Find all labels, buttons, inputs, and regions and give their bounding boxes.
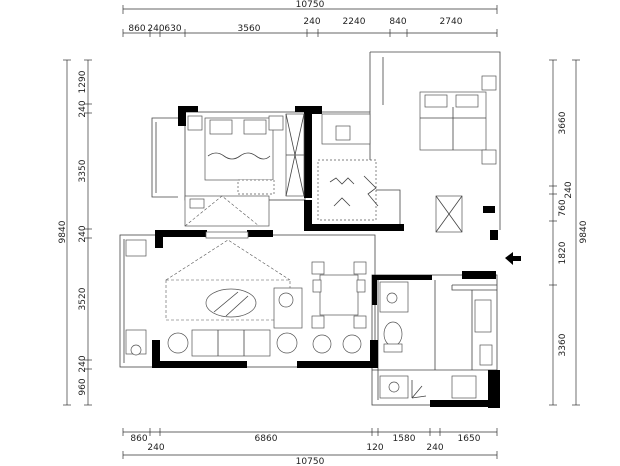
kitchen — [451, 299, 493, 399]
left-seg-3: 240 — [78, 225, 88, 242]
walls — [152, 106, 500, 408]
right-total-label: 9840 — [579, 220, 589, 243]
top-seg-7: 2740 — [440, 17, 463, 27]
top-total-label: 10750 — [296, 0, 325, 10]
left-seg-4: 3520 — [78, 287, 88, 310]
right-seg-1: 240 — [564, 181, 574, 198]
right-dimensions: 3660 240 760 1820 3360 9840 — [549, 59, 589, 406]
bedroom-desk — [184, 195, 270, 227]
bottom-seg-4: 1580 — [393, 434, 416, 444]
right-seg-4: 3360 — [558, 333, 568, 356]
bottom-seg-3: 120 — [366, 443, 383, 453]
wardrobe — [285, 113, 305, 197]
dining-table — [311, 261, 367, 354]
bottom-seg-6: 1650 — [458, 434, 481, 444]
right-seg-3: 1820 — [558, 241, 568, 264]
left-seg-2: 3350 — [78, 159, 88, 182]
bottom-dimensions: 860 240 6860 120 1580 240 1650 10750 — [122, 428, 498, 466]
top-seg-4: 240 — [303, 17, 320, 27]
second-bed — [419, 75, 497, 233]
right-seg-0: 3660 — [558, 111, 568, 134]
living-room — [125, 231, 303, 357]
top-seg-2: 630 — [164, 24, 181, 34]
study-desk — [317, 113, 379, 221]
top-seg-5: 2240 — [343, 17, 366, 27]
top-seg-6: 840 — [389, 17, 406, 27]
left-seg-0: 1290 — [78, 70, 88, 93]
left-seg-6: 960 — [78, 378, 88, 395]
bottom-seg-5: 240 — [426, 443, 443, 453]
master-bed — [187, 115, 284, 195]
top-seg-0: 860 — [128, 24, 145, 34]
bottom-seg-1: 240 — [147, 443, 164, 453]
right-seg-2: 760 — [558, 199, 568, 216]
entrance-arrow-icon — [505, 252, 521, 265]
left-total-label: 9840 — [58, 220, 68, 243]
top-seg-1: 240 — [147, 24, 164, 34]
bottom-seg-2: 6860 — [255, 434, 278, 444]
left-seg-1: 240 — [78, 100, 88, 117]
top-seg-3: 3560 — [238, 24, 261, 34]
left-dimensions: 9840 1290 240 3350 240 3520 240 960 — [58, 59, 92, 406]
bathroom — [379, 281, 427, 399]
top-dimensions: 10750 860 240 630 3560 240 2240 840 2740 — [122, 0, 498, 37]
left-seg-5: 240 — [78, 355, 88, 372]
interior-walls — [372, 275, 432, 305]
bottom-total-label: 10750 — [296, 457, 325, 466]
bottom-seg-0: 860 — [130, 434, 147, 444]
